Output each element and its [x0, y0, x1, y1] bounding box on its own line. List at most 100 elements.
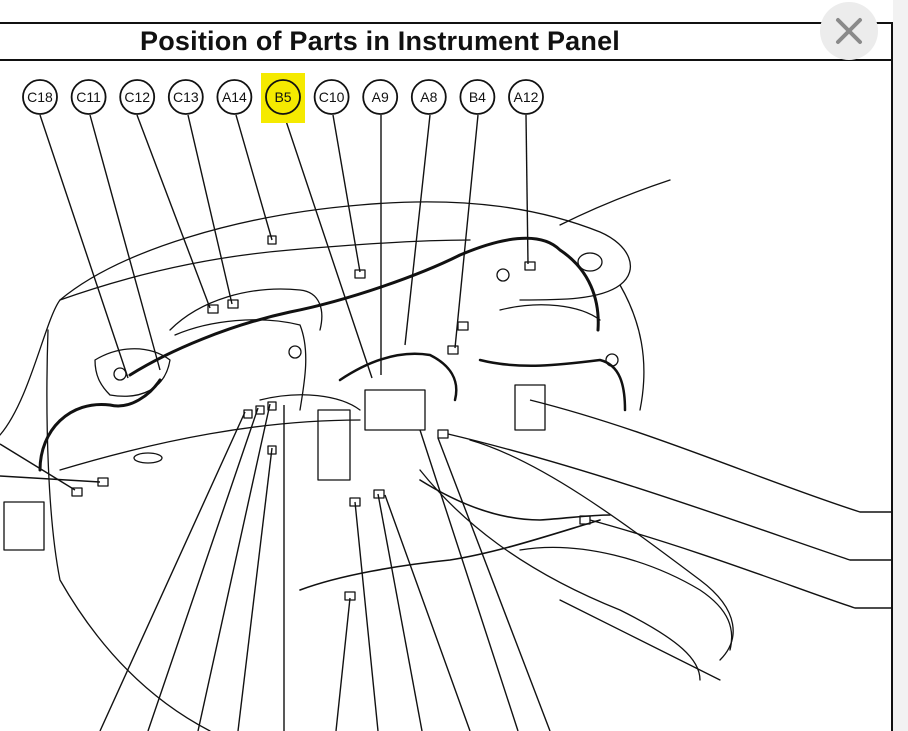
leader-line	[404, 114, 431, 346]
callout-label: C12	[124, 89, 150, 105]
callout-circle	[459, 79, 496, 115]
dash-outline	[0, 201, 631, 436]
leader-line	[525, 114, 529, 265]
passenger-side-edge	[619, 284, 645, 411]
leader-line	[354, 501, 379, 731]
callout-circle	[167, 79, 204, 115]
callout-b4: B4	[459, 79, 496, 115]
callout-circle	[410, 79, 447, 115]
leader-line	[237, 447, 273, 731]
steering-column	[259, 394, 361, 411]
instrument-panel-drawing	[0, 179, 734, 731]
leader-line	[99, 411, 246, 731]
callout-circle	[22, 79, 58, 115]
dash-upper-edge	[59, 239, 471, 301]
leader-line	[332, 114, 361, 273]
leader-line	[0, 475, 101, 483]
console-harness	[419, 479, 611, 521]
callout-circle	[70, 79, 107, 115]
top-right-flourish	[559, 179, 671, 226]
callout-circle	[119, 79, 156, 115]
callout-circle	[508, 79, 544, 115]
connector-left-module	[3, 501, 45, 551]
leader-line	[454, 114, 479, 349]
leader-line	[283, 114, 373, 379]
leader-line	[589, 519, 893, 609]
callout-c11: C11	[70, 79, 107, 115]
callout-a14: A14	[216, 79, 253, 115]
leader-line	[437, 437, 551, 731]
callout-label: B5	[274, 89, 291, 105]
console-armrest-top	[519, 546, 733, 651]
scroll-edge	[893, 0, 908, 731]
connector-right-module	[514, 384, 546, 431]
connector	[243, 409, 253, 419]
callout-circle	[265, 79, 301, 115]
console-right	[469, 439, 734, 661]
close-button[interactable]	[820, 2, 878, 60]
leader-line	[447, 433, 893, 561]
grommet	[496, 268, 510, 282]
right-harness	[478, 358, 627, 412]
callout-circle	[362, 79, 399, 115]
connector	[267, 445, 277, 455]
connector	[207, 304, 219, 314]
leader-line	[187, 114, 233, 305]
leader-line	[529, 399, 893, 513]
leader-line	[147, 407, 259, 731]
connector	[524, 261, 536, 271]
leader-line	[197, 403, 271, 731]
leader-line	[0, 443, 76, 491]
dash-lower-face	[59, 419, 361, 471]
callout-b5: B5	[261, 73, 305, 123]
main-harness	[128, 236, 600, 377]
grommet	[113, 367, 127, 381]
callout-label: A14	[222, 89, 247, 105]
connector	[267, 401, 277, 411]
callout-label: C10	[319, 89, 345, 105]
connector	[457, 321, 469, 331]
grommet	[605, 353, 619, 367]
callout-c13: C13	[167, 79, 204, 115]
leader-line	[136, 114, 211, 309]
console-left	[419, 469, 701, 681]
callout-c10: C10	[313, 79, 350, 115]
top-border	[0, 22, 892, 24]
connector	[71, 487, 83, 497]
callout-label: A12	[514, 89, 539, 105]
dash-front-face	[46, 329, 211, 731]
title-divider	[0, 59, 892, 61]
lower-harness	[299, 519, 601, 591]
grommet	[288, 345, 302, 359]
callout-label: A9	[372, 89, 389, 105]
leader-line	[384, 494, 471, 731]
connector	[437, 429, 449, 439]
close-icon	[836, 18, 862, 44]
callout-label: A8	[420, 89, 437, 105]
callout-a12: A12	[508, 79, 544, 115]
leader-line	[39, 114, 129, 379]
leader-line	[235, 114, 273, 241]
callout-c12: C12	[119, 79, 156, 115]
callout-circle	[216, 79, 253, 115]
connector	[227, 299, 239, 309]
right-vent	[499, 304, 601, 321]
callout-label: C11	[76, 89, 101, 105]
leader-lines	[0, 114, 893, 731]
callout-label: B4	[469, 89, 486, 105]
connector	[267, 235, 277, 245]
callout-circle	[313, 79, 350, 115]
right-border	[891, 22, 893, 731]
callout-label: C13	[173, 89, 199, 105]
left-lamp	[133, 452, 163, 464]
connector	[447, 345, 459, 355]
leader-line	[419, 429, 519, 731]
center-harness	[338, 352, 458, 402]
callout-a9: A9	[362, 79, 399, 115]
junction-block	[364, 389, 426, 431]
page-title: Position of Parts in Instrument Panel	[140, 26, 620, 56]
right-speaker	[577, 252, 603, 272]
callout-a8: A8	[410, 79, 447, 115]
